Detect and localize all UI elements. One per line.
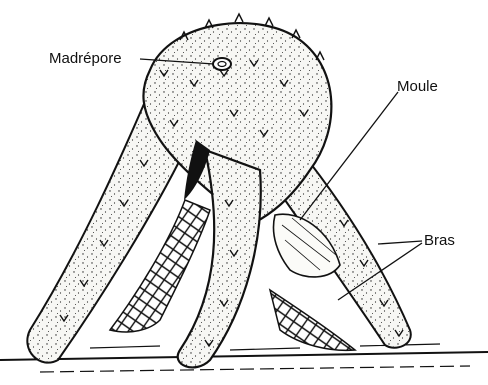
- bras-label: Bras: [424, 233, 455, 248]
- tube-feet-right: [270, 290, 355, 350]
- moule-label: Moule: [397, 79, 438, 94]
- madrepore-label: Madrépore: [49, 51, 122, 66]
- bras-leader-top: [378, 241, 422, 244]
- madreporite-mark: [213, 58, 231, 70]
- ground-lines: [0, 344, 488, 372]
